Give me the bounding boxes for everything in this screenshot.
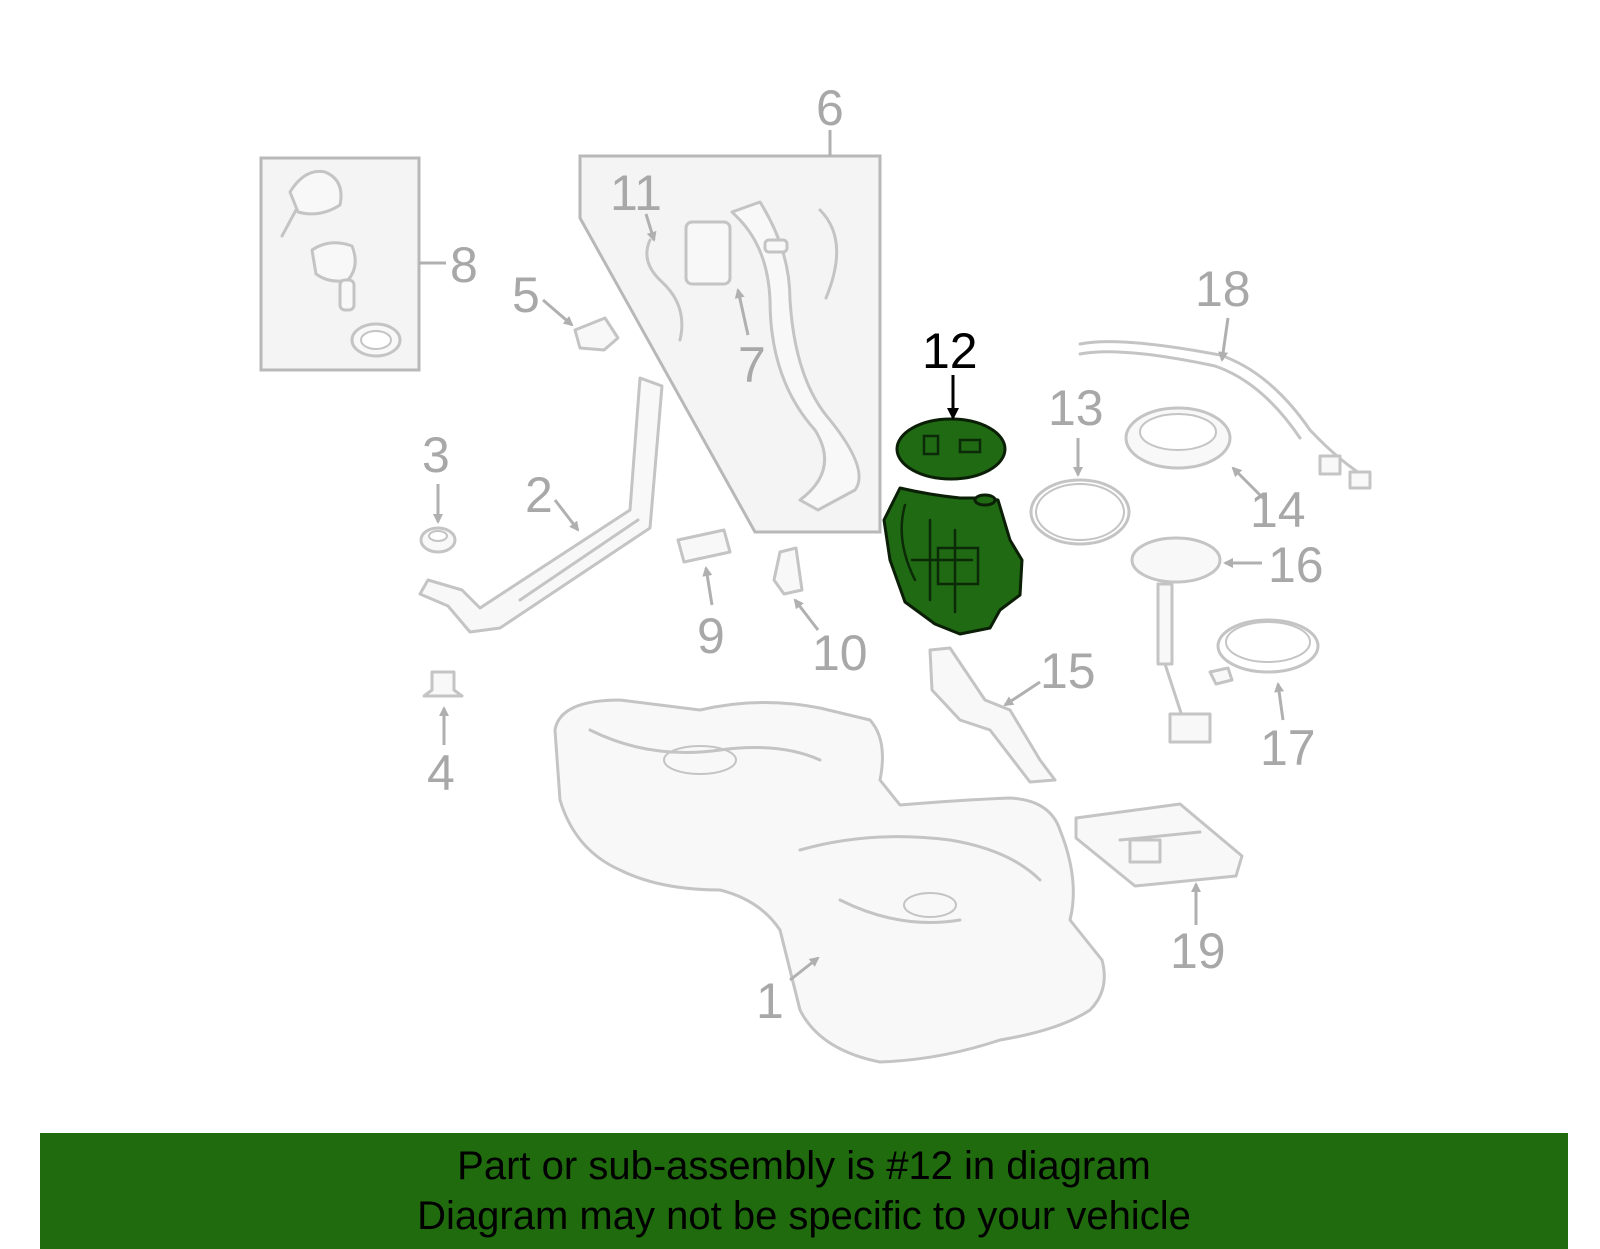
callout-7: 7	[738, 337, 766, 393]
callout-11: 11	[610, 165, 662, 221]
part-18-wiring-harness[interactable]	[1078, 340, 1372, 490]
part-12-fuel-pump-module[interactable]	[882, 417, 1024, 636]
callout-10: 10	[812, 625, 868, 681]
callout-16: 16	[1268, 537, 1324, 593]
part-3-grommet[interactable]	[419, 526, 457, 554]
callout-3: 3	[422, 427, 450, 483]
info-banner: Part or sub-assembly is #12 in diagram D…	[40, 1133, 1568, 1249]
part-13-seal-ring[interactable]	[1029, 478, 1131, 546]
part-10-bracket[interactable]	[772, 546, 804, 596]
callout-9: 9	[697, 608, 725, 664]
part-15-sensor[interactable]	[928, 646, 1057, 784]
callout-19: 19	[1170, 923, 1226, 979]
part-4-nut[interactable]	[422, 670, 464, 698]
callout-15: 15	[1040, 643, 1096, 699]
callout-5: 5	[512, 267, 540, 323]
part-5-clip[interactable]	[573, 316, 620, 352]
callout-4: 4	[427, 745, 455, 801]
part-16-level-sender[interactable]	[1130, 536, 1222, 744]
callout-18: 18	[1195, 261, 1251, 317]
callout-6: 6	[816, 80, 844, 136]
part-1-fuel-tank[interactable]	[553, 698, 1106, 1064]
callout-13: 13	[1048, 380, 1104, 436]
callout-14: 14	[1250, 482, 1306, 538]
part-9-hose[interactable]	[676, 528, 732, 564]
callout-1: 1	[756, 973, 784, 1029]
callout-17: 17	[1260, 720, 1316, 776]
part-17-retaining-ring[interactable]	[1208, 618, 1320, 686]
part-8-filler-cap-kit[interactable]	[259, 156, 421, 372]
part-2-tank-strap[interactable]	[418, 376, 664, 634]
part-19-control-module[interactable]	[1074, 802, 1244, 888]
part-6-filler-neck-kit[interactable]	[578, 154, 882, 534]
callout-8: 8	[450, 237, 478, 293]
callout-2: 2	[525, 467, 553, 523]
callout-12: 12	[922, 323, 978, 379]
banner-line-1: Part or sub-assembly is #12 in diagram	[457, 1144, 1151, 1188]
part-14-lock-ring[interactable]	[1124, 406, 1232, 470]
banner-line-2: Diagram may not be specific to your vehi…	[417, 1194, 1191, 1238]
